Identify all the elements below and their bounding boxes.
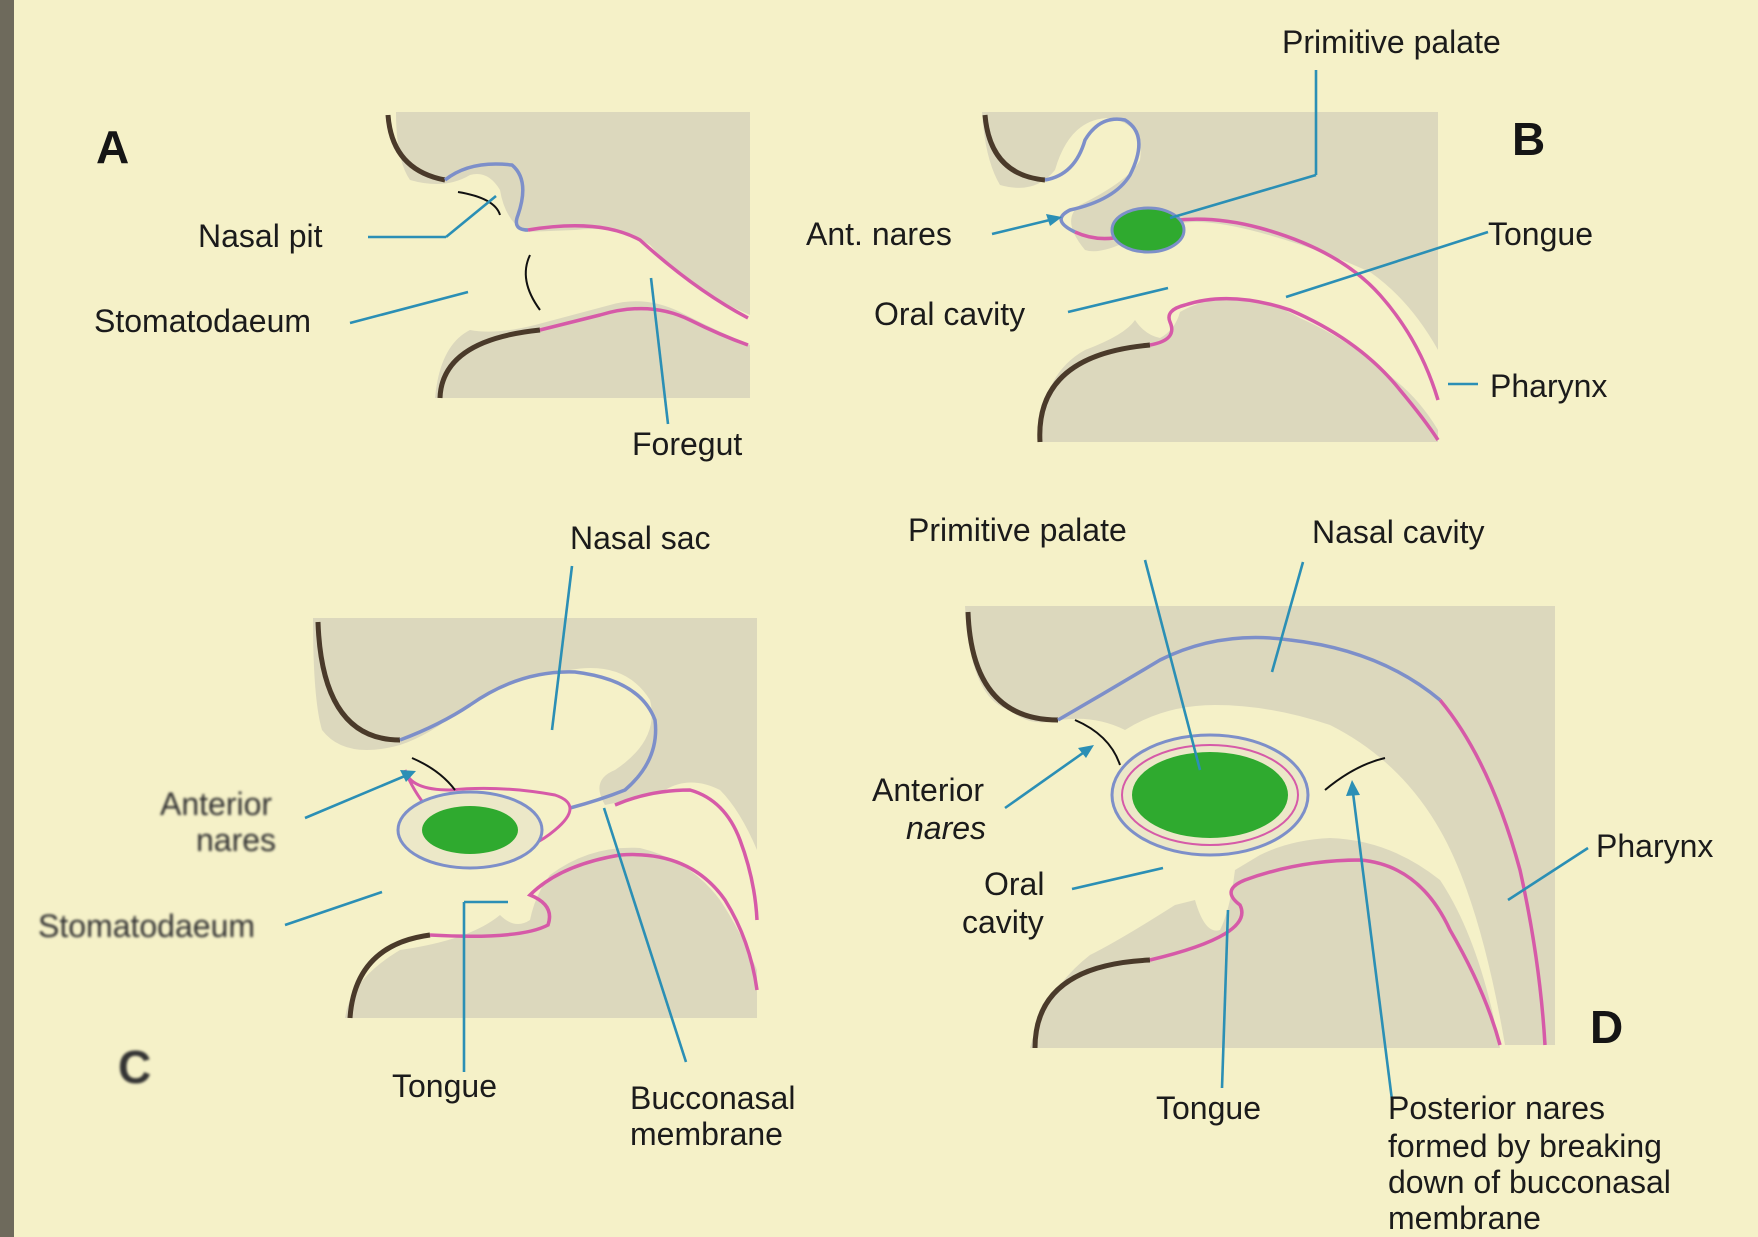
pointer-b-ant-nares xyxy=(992,218,1058,234)
pointer-b-oral-cavity xyxy=(1068,288,1168,312)
panel-letter-d: D xyxy=(1590,1000,1623,1054)
label-c-nasal-sac: Nasal sac xyxy=(570,520,711,556)
label-d-posterior-2: formed by breaking xyxy=(1388,1128,1662,1164)
panel-a-drawing xyxy=(350,112,750,424)
panel-c-primitive-palate xyxy=(422,806,518,854)
label-d-oral-cavity-2: cavity xyxy=(962,904,1044,940)
panel-letter-c: C xyxy=(118,1040,151,1094)
label-d-tongue: Tongue xyxy=(1156,1090,1261,1126)
pointer-d-oral-cavity xyxy=(1072,868,1163,889)
pointer-c-stomatodaeum xyxy=(285,892,382,925)
panel-b-lower-tissue xyxy=(1040,298,1438,442)
panel-d-anterior-nares-rim xyxy=(1075,720,1120,765)
panel-d-lower-tissue xyxy=(1030,838,1500,1048)
label-b-pharynx: Pharynx xyxy=(1490,368,1607,404)
pointer-a-nasal-pit-2 xyxy=(446,196,496,237)
label-b-primitive-palate: Primitive palate xyxy=(1282,24,1501,60)
pointer-d-posterior-nares-arrowhead xyxy=(1346,780,1360,796)
label-a-stomatodaeum: Stomatodaeum xyxy=(94,303,311,339)
label-d-posterior-3: down of bucconasal xyxy=(1388,1164,1671,1200)
panel-a-oropharyngeal-membrane xyxy=(526,255,540,310)
label-a-nasal-pit: Nasal pit xyxy=(198,218,323,254)
panel-letter-b: B xyxy=(1512,112,1545,166)
label-d-nasal-cavity: Nasal cavity xyxy=(1312,514,1485,550)
label-c-anterior-nares-2: nares xyxy=(196,822,276,858)
pointer-c-anterior-nares xyxy=(305,773,412,818)
panel-d-drawing xyxy=(965,560,1588,1100)
pointer-d-anterior-nares xyxy=(1005,748,1090,808)
label-d-posterior-1: Posterior nares xyxy=(1388,1090,1605,1126)
pointer-a-stomatodaeum xyxy=(350,292,468,323)
panel-d-primitive-palate xyxy=(1132,752,1288,838)
label-d-oral-cavity-1: Oral xyxy=(984,866,1044,902)
label-d-primitive-palate: Primitive palate xyxy=(908,512,1127,548)
label-d-posterior-4: membrane xyxy=(1388,1200,1541,1236)
label-d-pharynx: Pharynx xyxy=(1596,828,1713,864)
label-c-stomatodaeum: Stomatodaeum xyxy=(38,908,255,944)
label-b-ant-nares: Ant. nares xyxy=(806,216,952,252)
panel-b-drawing xyxy=(982,70,1488,442)
label-c-tongue: Tongue xyxy=(392,1068,497,1104)
page-edge-shadow xyxy=(0,0,14,1237)
label-c-bucconasal-1: Bucconasal xyxy=(630,1080,795,1116)
label-c-bucconasal-2: membrane xyxy=(630,1116,783,1152)
label-a-foregut: Foregut xyxy=(632,426,742,462)
panel-letter-a: A xyxy=(96,120,129,174)
label-d-anterior-nares-2: nares xyxy=(906,810,986,846)
panel-c-lower-tissue xyxy=(345,848,757,1018)
panel-b-primitive-palate xyxy=(1112,208,1184,252)
label-d-anterior-nares-1: Anterior xyxy=(872,772,984,808)
label-b-oral-cavity: Oral cavity xyxy=(874,296,1025,332)
panel-c-drawing xyxy=(285,566,757,1072)
label-c-anterior-nares-1: Anterior xyxy=(160,786,272,822)
label-b-tongue: Tongue xyxy=(1488,216,1593,252)
panel-d-posterior-nares-rim xyxy=(1325,758,1385,790)
